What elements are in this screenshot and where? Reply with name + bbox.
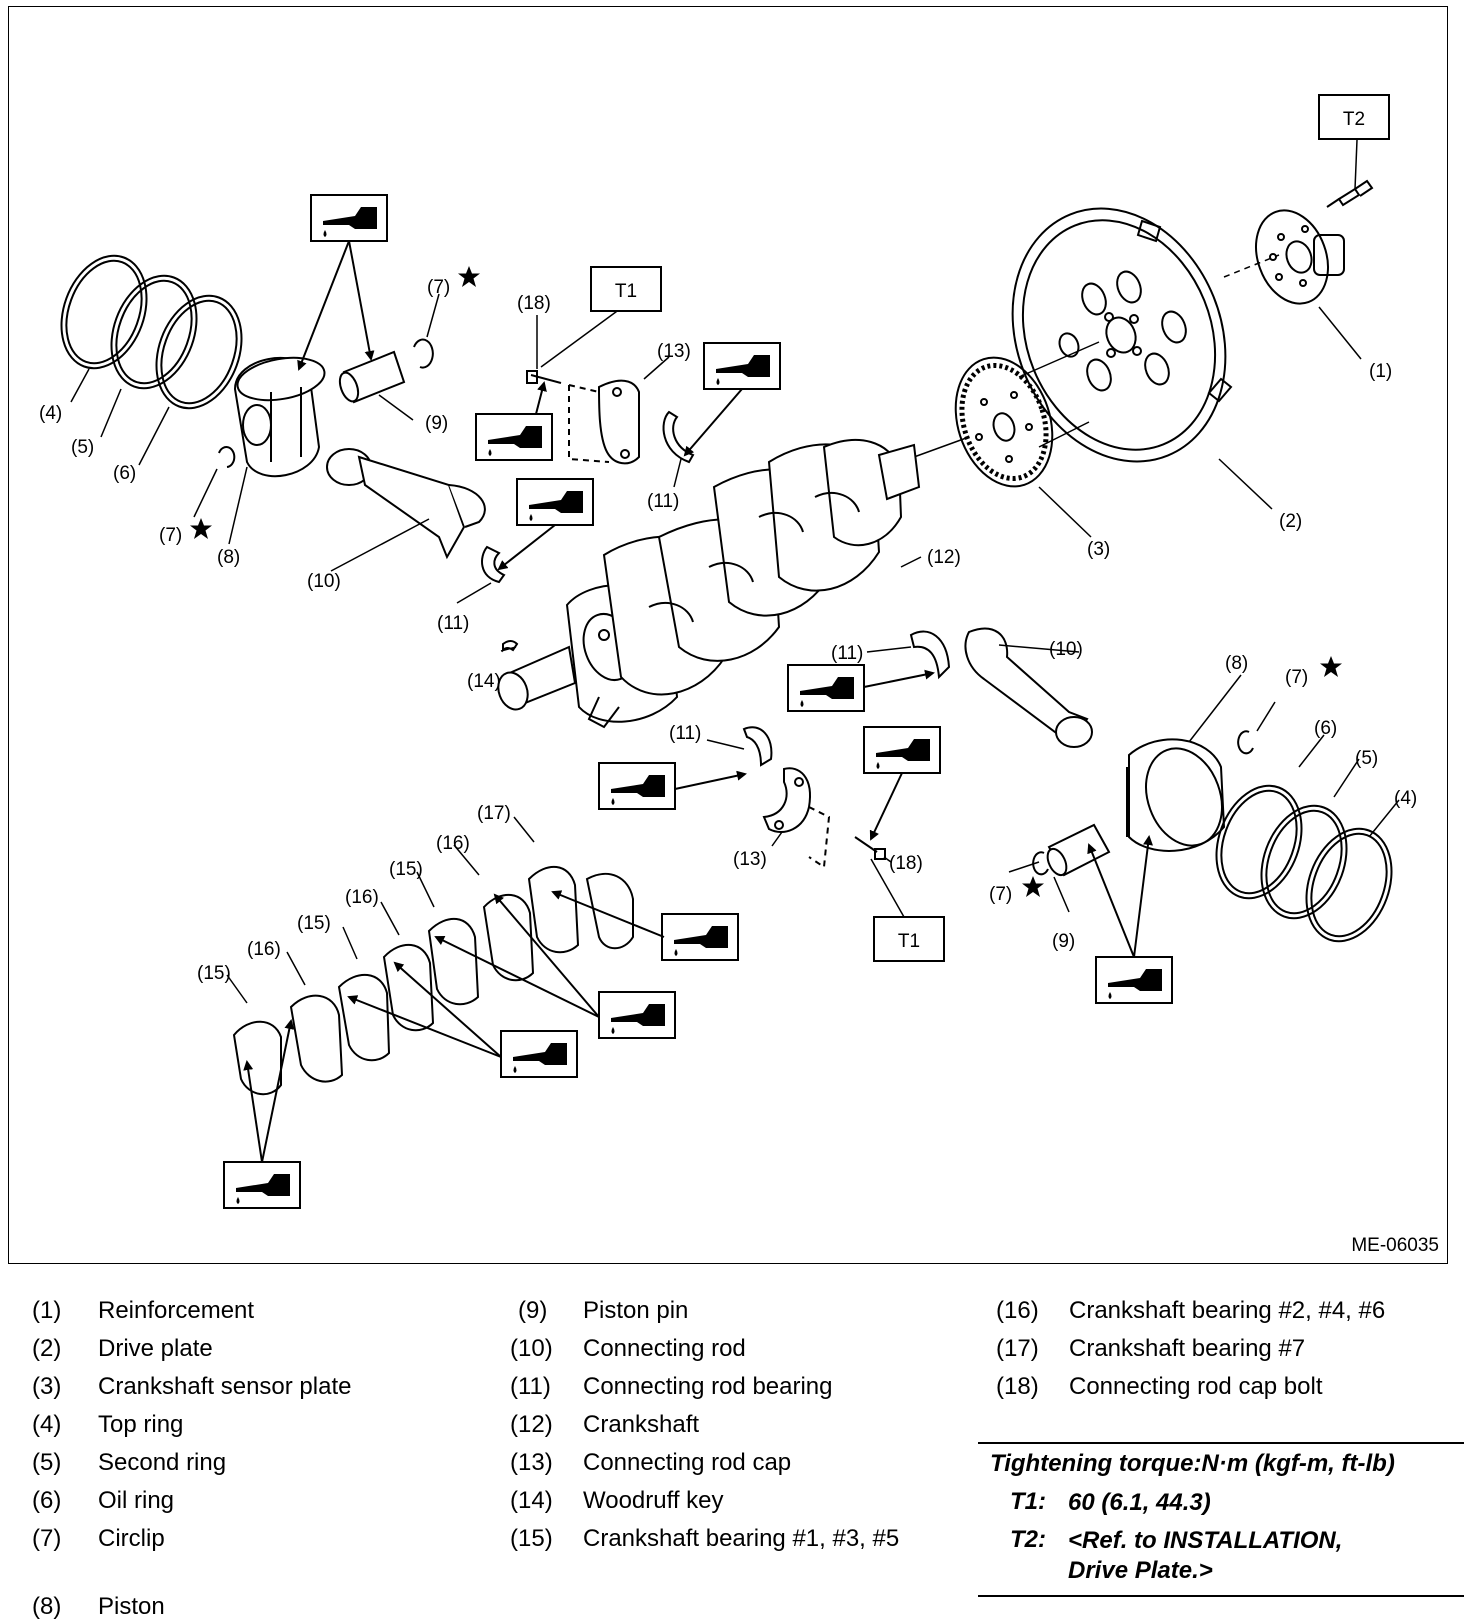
piston-right [1126, 738, 1226, 852]
connecting-rod-right [964, 627, 1093, 748]
t1-label-box-lower: T1 [873, 916, 945, 962]
connecting-rod-bearing-11a [481, 545, 506, 584]
callout-13-upper: (13) [657, 341, 691, 362]
callout-16-a: (16) [247, 939, 281, 960]
callout-5-right: (5) [1355, 748, 1378, 769]
callout-15-c: (15) [389, 859, 423, 880]
callout-7-upper-right: (7) [1285, 667, 1308, 688]
star-icon [1320, 656, 1342, 677]
callout-6-right: (6) [1314, 718, 1337, 739]
star-icon [458, 266, 480, 287]
callout-7-upper-left: (7) [427, 277, 450, 298]
drive-plate [1011, 207, 1233, 463]
callout-labels: (1) (2) (3) (4) (5) (6) (7) (7) (8) (9) … [39, 277, 1417, 984]
circlip-lower-right [1032, 851, 1049, 876]
callout-4-right: (4) [1394, 788, 1417, 809]
callout-18-lower: (18) [889, 853, 923, 874]
oil-can-icon [787, 664, 865, 712]
t2-label-box: T2 [1318, 94, 1390, 140]
oil-can-icon [598, 762, 676, 810]
callout-17: (17) [477, 803, 511, 824]
callout-4-left: (4) [39, 403, 62, 424]
svg-text:T1: T1 [615, 281, 637, 302]
callout-1: (1) [1369, 361, 1392, 382]
diagram-frame: T2 T1 T1 (1) (2) (3) (4) (5) (6) (7) (7)… [8, 6, 1448, 1264]
callout-7-lower-left: (7) [159, 525, 182, 546]
oil-can-icon [500, 1030, 578, 1078]
oil-can-icon [661, 913, 739, 961]
leader-lines [70, 139, 1400, 1004]
oil-can-icon [475, 413, 553, 461]
callout-11-c: (11) [831, 643, 863, 664]
callout-8-left: (8) [217, 547, 240, 568]
piston-pin-left [338, 350, 406, 404]
circlip-upper-right [1237, 730, 1254, 755]
oil-can-icon [703, 342, 781, 390]
callout-9-right: (9) [1052, 931, 1075, 952]
reinforcement [1255, 209, 1345, 305]
oil-can-icon [310, 194, 388, 242]
svg-text:T1: T1 [898, 931, 920, 952]
callout-8-right: (8) [1225, 653, 1248, 674]
callout-2: (2) [1279, 511, 1302, 532]
t2-bolt [1326, 179, 1374, 208]
svg-text:T2: T2 [1343, 109, 1365, 130]
assembly-axis-lines [913, 254, 1280, 458]
circlip-lower-left [218, 446, 236, 468]
tightening-torque-box: Tightening torque:N·m (kgf-m, ft-lb) T1:… [978, 1442, 1464, 1597]
cap-bolt-lower [808, 806, 886, 869]
figure-code: ME-06035 [1351, 1235, 1439, 1256]
callout-7-lower-right: (7) [989, 884, 1012, 905]
callout-16-b: (16) [345, 887, 379, 908]
oil-can-icon [1095, 956, 1173, 1004]
piston-pin-right [1046, 823, 1111, 877]
connecting-rod-cap-upper [597, 379, 640, 465]
callout-12: (12) [927, 547, 961, 568]
callout-9-left: (9) [425, 413, 448, 434]
star-icon [190, 518, 212, 539]
crankshaft [497, 438, 921, 729]
connecting-rod-bearing-11c [909, 630, 951, 680]
callout-18-upper: (18) [517, 293, 551, 314]
connecting-rod-left [326, 448, 486, 560]
callout-13-lower: (13) [733, 849, 767, 870]
connecting-rod-cap-lower [762, 767, 811, 834]
piston-rings-left [60, 254, 243, 410]
callout-5-left: (5) [71, 437, 94, 458]
oil-arrows [243, 240, 1153, 1163]
callout-10-right: (10) [1049, 639, 1083, 660]
callout-11-b: (11) [647, 491, 679, 512]
t1-label-box-upper: T1 [590, 266, 662, 312]
callout-15-b: (15) [297, 913, 331, 934]
callout-11-d: (11) [669, 723, 701, 744]
callout-6-left: (6) [113, 463, 136, 484]
piston-left [233, 356, 326, 478]
callout-15-a: (15) [197, 963, 231, 984]
oil-can-icon [863, 726, 941, 774]
crankshaft-sensor-plate [954, 356, 1054, 488]
oil-can-icon [516, 478, 594, 526]
connecting-rod-bearing-11b [662, 410, 695, 464]
callout-16-c: (16) [436, 833, 470, 854]
callout-14: (14) [467, 671, 501, 692]
cap-bolt-upper [526, 370, 610, 463]
callout-10-left: (10) [307, 571, 341, 592]
star-icon [1022, 876, 1044, 897]
connecting-rod-bearing-11d [742, 726, 773, 767]
oil-can-icon [223, 1161, 301, 1209]
crankshaft-bearings [232, 865, 634, 1095]
callout-3: (3) [1087, 539, 1110, 560]
callout-11-a: (11) [437, 613, 469, 634]
piston-rings-right [1215, 784, 1393, 943]
exploded-view-diagram: T2 T1 T1 (1) (2) (3) (4) (5) (6) (7) (7)… [39, 94, 1417, 1209]
oil-can-icon [598, 991, 676, 1039]
circlip-upper-left [413, 338, 434, 369]
torque-title: Tightening torque:N·m (kgf-m, ft-lb) [990, 1450, 1395, 1477]
